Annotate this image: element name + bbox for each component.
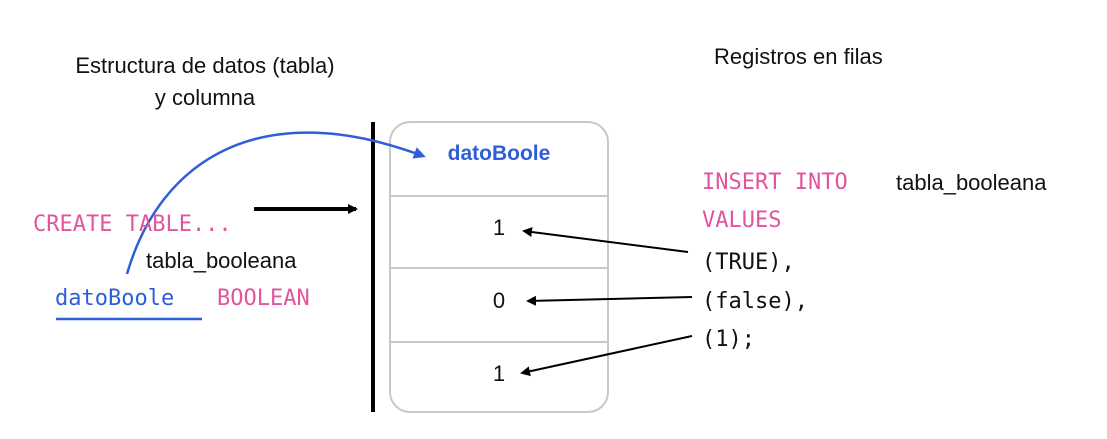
table-row-value: 1 bbox=[492, 215, 506, 240]
value-arrow-false bbox=[526, 295, 693, 306]
table-row-value: 1 bbox=[492, 361, 506, 386]
column-name: datoBoole bbox=[55, 286, 175, 311]
insert-value: (TRUE), bbox=[702, 250, 795, 275]
value-arrow-one bbox=[520, 335, 693, 377]
value-arrow-true bbox=[522, 227, 689, 253]
right-title: Registros en filas bbox=[714, 44, 883, 69]
left-title-line2: y columna bbox=[154, 85, 256, 110]
create-table-name: tabla_booleana bbox=[146, 248, 297, 273]
insert-value: (false), bbox=[702, 289, 808, 314]
insert-table-name: tabla_booleana bbox=[896, 170, 1047, 195]
table-row-value: 0 bbox=[492, 288, 506, 313]
create-table-keyword: CREATE TABLE... bbox=[33, 212, 232, 237]
table-header-cell: datoBoole bbox=[447, 142, 551, 165]
values-keyword: VALUES bbox=[702, 208, 782, 233]
insert-value: (1); bbox=[702, 327, 755, 352]
insert-into-keyword: INSERT INTO bbox=[702, 170, 848, 195]
left-title: Estructura de datos (tabla) y columna bbox=[0, 50, 410, 114]
column-type: BOOLEAN bbox=[217, 286, 310, 311]
left-title-line1: Estructura de datos (tabla) bbox=[75, 53, 335, 78]
column-arrow bbox=[125, 131, 426, 275]
